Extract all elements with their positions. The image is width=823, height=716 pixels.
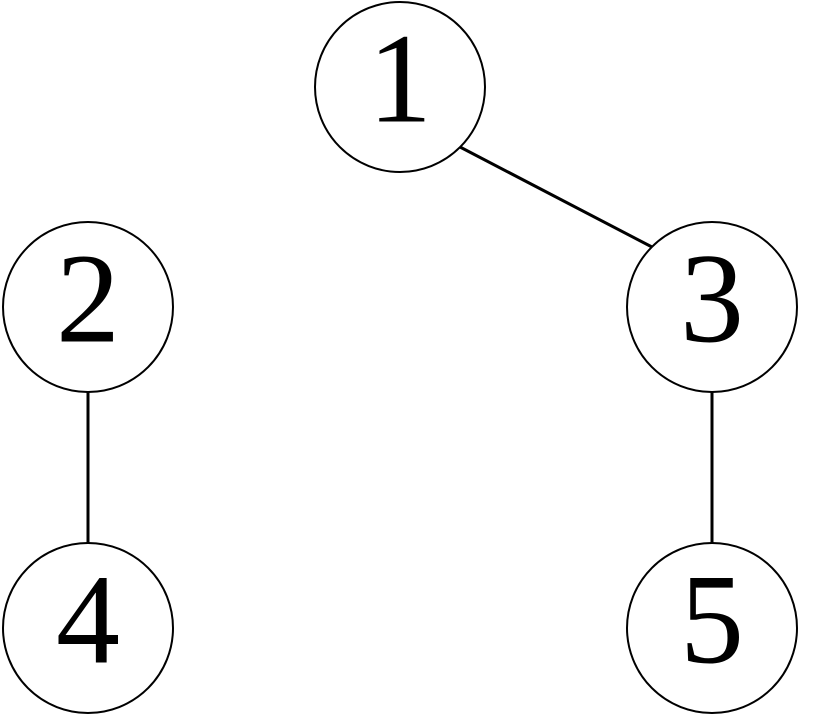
node-1-label: 1 [368, 7, 432, 149]
node-3-label: 3 [680, 227, 744, 369]
graph-node-3[interactable]: 3 [626, 221, 798, 393]
graph-node-5[interactable]: 5 [626, 542, 798, 714]
node-5-circle[interactable] [626, 542, 798, 714]
node-1-circle[interactable] [314, 1, 486, 173]
node-2-circle[interactable] [2, 221, 174, 393]
node-layer: 1 2 3 4 5 [2, 1, 798, 714]
node-4-circle[interactable] [2, 542, 174, 714]
node-4-label: 4 [56, 548, 120, 690]
graph-node-2[interactable]: 2 [2, 221, 174, 393]
edge-1-3 [459, 145, 653, 249]
graph-node-4[interactable]: 4 [2, 542, 174, 714]
edge-layer [86, 145, 714, 543]
node-3-circle[interactable] [626, 221, 798, 393]
node-2-label: 2 [56, 227, 120, 369]
node-5-label: 5 [680, 548, 744, 690]
graph-node-1[interactable]: 1 [314, 1, 486, 173]
